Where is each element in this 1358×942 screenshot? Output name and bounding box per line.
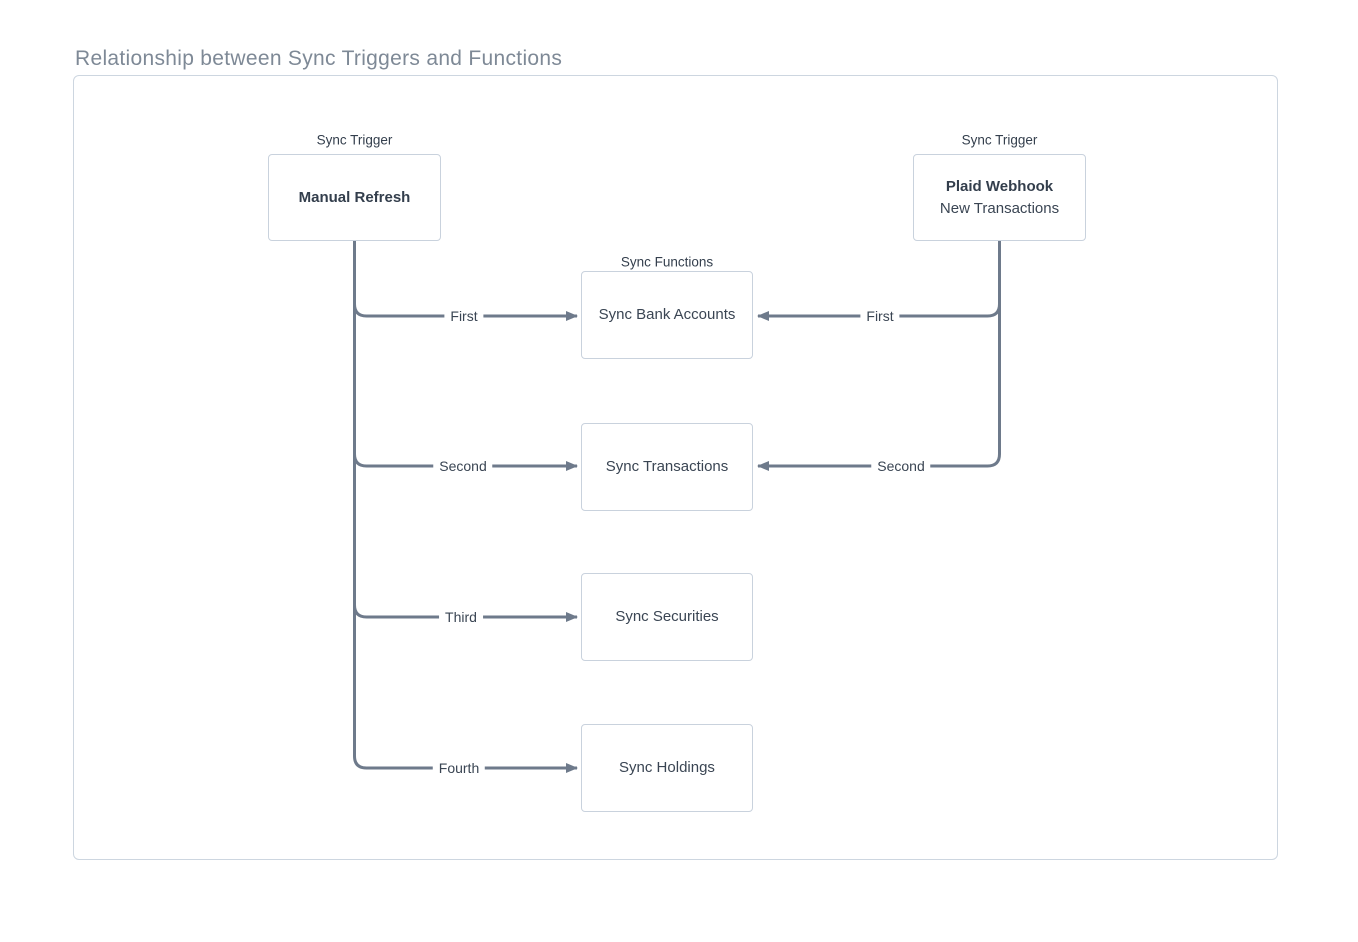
sync-trigger-label-right: Sync Trigger [961,132,1038,148]
edge-manual-third [353,604,578,622]
edge-label-manual-third: Third [439,608,483,626]
node-sync-bank-accounts: Sync Bank Accounts [581,271,753,359]
node-sync-bank-accounts-title: Sync Bank Accounts [598,306,736,324]
node-sync-transactions: Sync Transactions [581,423,753,511]
node-manual-refresh: Manual Refresh [268,154,441,241]
node-sync-transactions-title: Sync Transactions [605,458,729,476]
node-plaid-webhook-title: Plaid Webhook [945,177,1054,195]
edge-manual-second [353,453,578,471]
edge-manual-first [353,303,578,321]
node-sync-holdings-title: Sync Holdings [619,759,715,777]
diagram-title: Relationship between Sync Triggers and F… [75,47,563,70]
sync-trigger-label-left: Sync Trigger [316,132,393,148]
edge-label-manual-second: Second [433,457,493,475]
edge-plaid-first [757,303,1001,321]
edge-manual-fourth [353,241,578,773]
edge-label-manual-fourth: Fourth [432,759,486,777]
node-sync-securities: Sync Securities [581,573,753,661]
edge-label-plaid-second: Second [871,457,931,475]
sync-functions-label: Sync Functions [620,254,714,270]
node-plaid-webhook: Plaid Webhook New Transactions [913,154,1086,241]
edge-label-manual-first: First [444,307,484,325]
diagram-canvas: Sync Trigger Sync Trigger Sync Functions… [73,75,1278,860]
node-plaid-webhook-subtitle: New Transactions [939,199,1060,217]
connector-lines [353,241,1001,773]
edge-label-plaid-first: First [860,307,900,325]
node-sync-securities-title: Sync Securities [615,608,719,626]
node-manual-refresh-title: Manual Refresh [298,188,411,206]
edge-plaid-second [757,241,1001,471]
node-sync-holdings: Sync Holdings [581,724,753,812]
